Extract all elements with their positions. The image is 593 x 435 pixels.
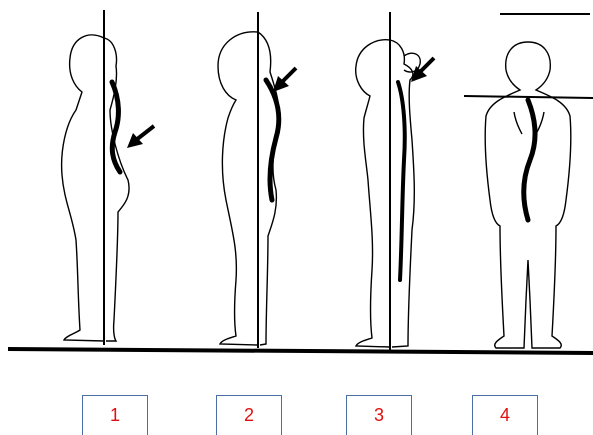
- label-box-1: 1: [82, 395, 148, 435]
- body-outline-4: [485, 42, 571, 348]
- arrow-icon: [411, 58, 434, 82]
- panel-label-2: 2: [244, 405, 254, 426]
- label-box-4: 4: [472, 395, 538, 435]
- panel-label-1: 1: [110, 405, 120, 426]
- figure-3: [356, 40, 421, 347]
- panel-label-3: 3: [374, 405, 384, 426]
- shoulder-blade-left: [514, 112, 522, 134]
- label-box-2: 2: [216, 395, 282, 435]
- spine-4: [524, 100, 535, 220]
- spine-2: [266, 80, 279, 200]
- arrow-icon: [127, 126, 154, 148]
- body-outline-3: [356, 40, 415, 347]
- figure-4: [485, 42, 571, 348]
- panel-label-4: 4: [500, 405, 510, 426]
- figure-1: [62, 35, 129, 341]
- spine-3: [398, 82, 405, 280]
- body-outline-1: [62, 35, 129, 341]
- ground-line: [8, 349, 593, 353]
- arrow-icon: [273, 68, 296, 92]
- label-box-3: 3: [346, 395, 412, 435]
